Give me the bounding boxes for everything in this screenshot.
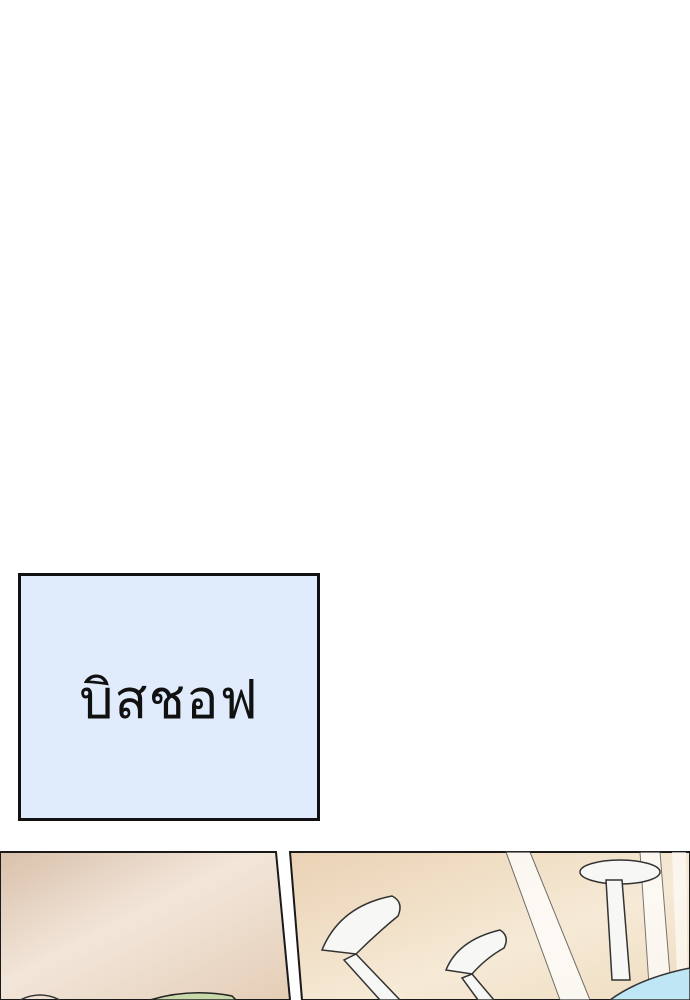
- light-ray-3: [672, 852, 688, 1000]
- trumpet-icon-small: [579, 859, 661, 981]
- left-panel: [0, 851, 292, 1000]
- narration-caption-box: บิสชอฟ: [18, 573, 320, 821]
- light-ray-1: [505, 851, 591, 1000]
- right-panel: [288, 851, 690, 1000]
- comic-panels-art: [0, 851, 690, 1000]
- trumpet-icon-medium: [444, 929, 507, 1000]
- left-panel-green-accent: [149, 992, 238, 1000]
- light-ray-2: [639, 851, 673, 1000]
- comic-panel-strip: [0, 850, 690, 1000]
- trumpet-icon-large: [320, 895, 402, 1000]
- left-panel-curve: [19, 994, 61, 1000]
- narration-caption-text: บิสชอฟ: [79, 668, 259, 731]
